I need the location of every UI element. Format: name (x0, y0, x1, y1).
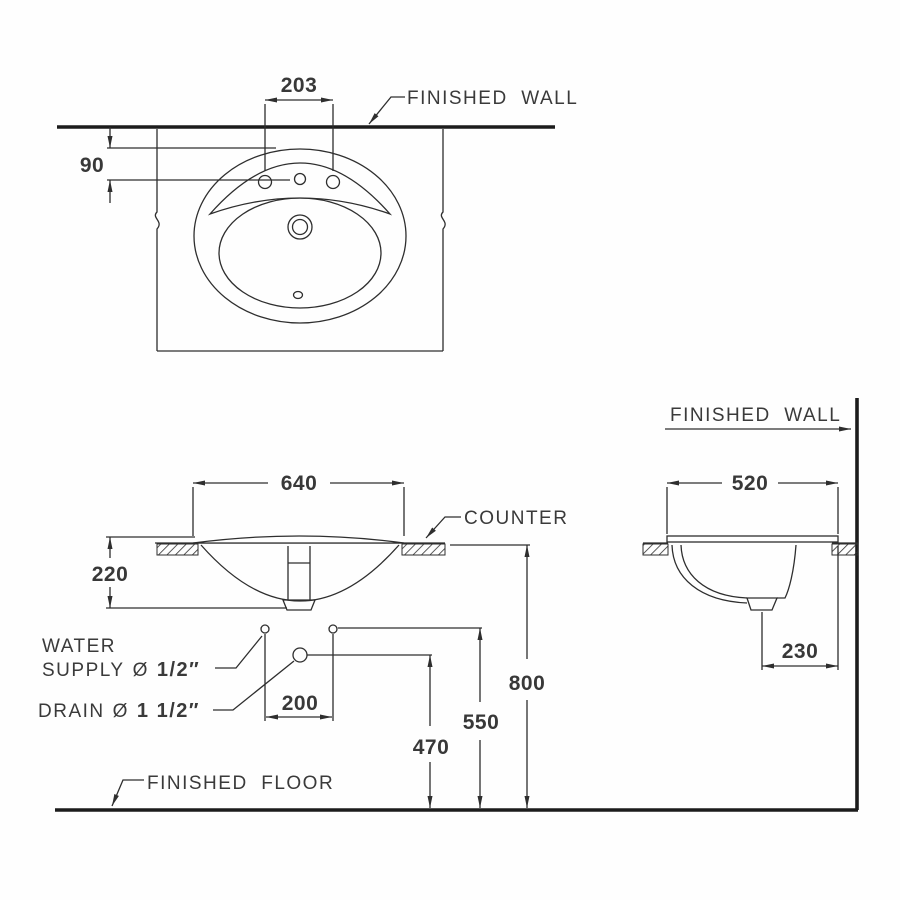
dimension-230: 230 (761, 546, 839, 670)
supply-drain-rough-in: 200 (260, 624, 482, 721)
drain-inner-circle (291, 218, 309, 236)
counter-hatch-right-side (831, 543, 859, 556)
dimension-203: 203 (264, 74, 334, 171)
drain-stub (746, 597, 778, 611)
counter-right-edge (440, 129, 446, 351)
counter-hatch-left-side (642, 543, 669, 556)
counter-hatch-left (156, 543, 199, 556)
dim-text-230: 230 (782, 640, 819, 663)
sink-rim-side (666, 535, 839, 543)
counter-left-edge (154, 129, 160, 351)
drain-flange (282, 599, 316, 611)
leader-line (215, 635, 263, 669)
counter-text: COUNTER (464, 508, 568, 529)
bowl-inner-curve (680, 544, 748, 599)
leader-line (368, 96, 405, 125)
top-view: 203 90 FINISHED WALL (57, 74, 578, 352)
finished-wall-label-side: FINISHED WALL (665, 405, 851, 432)
dim-text-550: 550 (463, 711, 500, 734)
water-supply-left-circle (260, 624, 270, 634)
bowl-outer-curve (671, 544, 748, 604)
water-supply-right-circle (328, 624, 338, 634)
dimension-90: 90 (80, 127, 290, 203)
dimension-550: 550 (463, 628, 500, 808)
finished-floor-text: FINISHED FLOOR (147, 773, 334, 794)
dim-text-800: 800 (509, 672, 546, 695)
sink-rim-profile (192, 535, 405, 544)
faucet-deck-crescent (207, 162, 393, 216)
dimension-220: 220 (92, 536, 287, 609)
leader-line (425, 516, 461, 539)
dimension-520: 520 (666, 472, 839, 534)
water-supply-text-line1: WATER (42, 636, 116, 657)
finished-floor-label: FINISHED FLOOR (111, 773, 334, 807)
counter-hatch-right (401, 543, 446, 556)
dimension-470: 470 (413, 655, 450, 808)
faucet-hole-right (325, 174, 341, 190)
dimension-640: 640 (192, 472, 405, 536)
finished-wall-text-top: FINISHED WALL (407, 88, 578, 109)
side-view: FINISHED WALL 520 230 (642, 398, 859, 810)
drain-circle (292, 647, 308, 663)
finished-wall-label-top: FINISHED WALL (368, 88, 578, 125)
faucet-hole-center (293, 172, 307, 186)
dim-text-470: 470 (413, 736, 450, 759)
leader-line (213, 660, 295, 711)
dim-text-200: 200 (282, 692, 319, 715)
bowl-section-curve (200, 544, 400, 602)
front-view: 640 220 COUNTER 200 WATER (38, 472, 858, 812)
bowl-back-curve (777, 544, 797, 599)
dim-text-203: 203 (281, 74, 318, 97)
drain-outer-circle (287, 214, 313, 240)
dimension-800: 800 (450, 544, 546, 808)
finished-wall-text-side: FINISHED WALL (670, 405, 841, 426)
overflow-hole (292, 290, 304, 300)
dim-text-520: 520 (732, 472, 769, 495)
sink-rim-ellipse (193, 148, 407, 324)
faucet-hole-left (257, 174, 273, 190)
dim-text-220: 220 (92, 563, 129, 586)
dim-text-640: 640 (281, 472, 318, 495)
dim-text-90: 90 (80, 154, 104, 177)
counter-label: COUNTER (425, 508, 568, 539)
leader-line (111, 779, 144, 807)
